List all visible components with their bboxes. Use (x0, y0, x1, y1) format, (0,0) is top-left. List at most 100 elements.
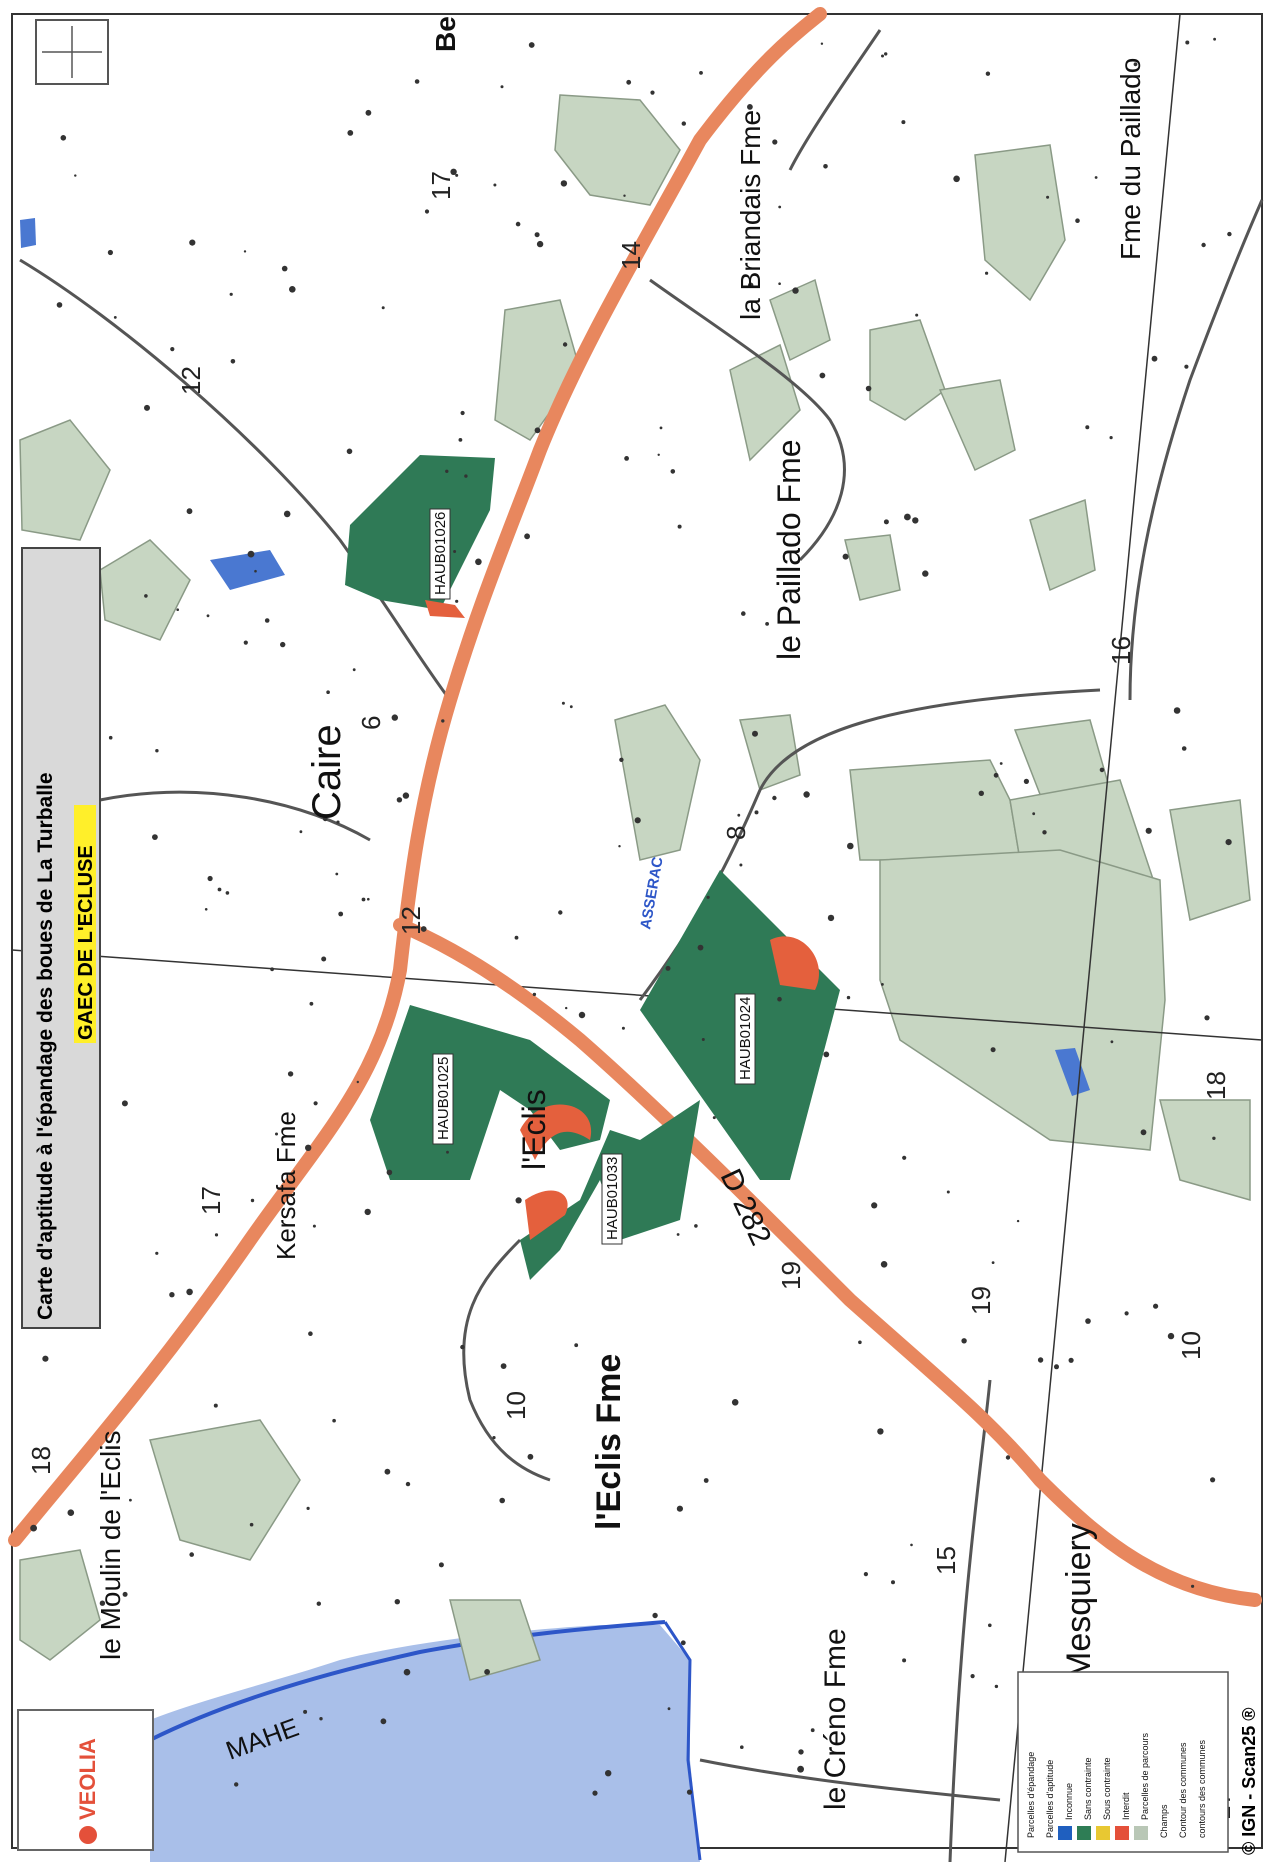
parcel-label-HAUB01025: HAUB01025 (432, 1053, 454, 1145)
map-dot (524, 533, 530, 540)
map-dot (492, 1436, 496, 1440)
map-dot (441, 719, 445, 723)
map-dot (122, 1591, 128, 1597)
map-dot (460, 1344, 465, 1350)
elevation-mark: 8 (721, 826, 751, 840)
legend-label: Interdit (1121, 1792, 1131, 1820)
map-dot (1110, 1040, 1114, 1044)
map-dot (56, 302, 63, 308)
parcel-label-box (429, 508, 451, 600)
map-dot (347, 130, 354, 136)
map-dot (748, 282, 754, 288)
parcel-label-text: HAUB01033 (604, 1157, 621, 1240)
map-dot (332, 1418, 336, 1423)
map-dot (335, 872, 339, 876)
map-dot (287, 1071, 294, 1077)
map-dot (313, 1101, 318, 1106)
map-dot (319, 1717, 323, 1721)
map-dot (247, 550, 255, 558)
legend-swatch (1115, 1826, 1129, 1840)
map-dot (665, 965, 671, 971)
map-dot (680, 1640, 686, 1646)
map-dot (446, 1150, 449, 1154)
map-dot (820, 42, 824, 45)
map-dot (394, 1599, 400, 1605)
map-dot (803, 791, 810, 798)
map-dot (309, 1001, 314, 1006)
parcel-label-HAUB01024: HAUB01024 (734, 993, 756, 1085)
map-dot (484, 1669, 490, 1675)
map-dot (990, 1047, 996, 1053)
wooded-area (1029, 498, 1096, 592)
map-dot (740, 1745, 744, 1749)
map-dot (275, 1132, 278, 1136)
forbidden-zone (520, 1104, 592, 1160)
map-dot (527, 1453, 534, 1460)
map-dot (1173, 707, 1181, 714)
map-dot (455, 173, 459, 177)
map-dot (792, 287, 799, 294)
place-name-paillado-fme: le Paillado Fme (771, 439, 807, 660)
parcel-label-HAUB01026: HAUB01026 (429, 508, 451, 600)
map-dot (988, 1623, 992, 1628)
map-dot (578, 1011, 586, 1019)
place-name-briandais: la Briandais Fme (735, 110, 766, 320)
map-dot (155, 749, 159, 753)
map-dot (152, 834, 158, 840)
map-dot (902, 1658, 907, 1663)
parcel-HAUB01026[interactable] (345, 455, 495, 610)
place-name-caire: Caire (305, 724, 349, 820)
map-dot (536, 240, 544, 248)
map-title: Carte d'aptitude à l'épandage des boues … (34, 772, 57, 1320)
map-dot (1124, 1311, 1129, 1316)
map-dot (865, 385, 872, 392)
elevation-mark: 12 (176, 366, 206, 395)
elevation-mark: 10 (501, 1391, 531, 1420)
forbidden-zone (425, 600, 465, 618)
map-dot (361, 897, 366, 902)
map-dot (1085, 425, 1090, 430)
map-dot (336, 820, 340, 824)
map-dot (386, 1169, 393, 1176)
map-dot (842, 553, 849, 560)
map-dot (1151, 355, 1158, 362)
map-dot (74, 174, 77, 177)
map-dot (403, 1668, 411, 1676)
map-dot (777, 996, 782, 1002)
map-dot (703, 1478, 709, 1483)
minor-road (788, 29, 882, 171)
map-dot (381, 306, 385, 310)
minor-road (19, 258, 452, 701)
map-dot (396, 797, 403, 803)
map-dot (229, 292, 233, 296)
map-dot (659, 426, 663, 430)
map-dot (1016, 1219, 1020, 1223)
wooded-area (1169, 799, 1251, 921)
elevation-marks: 171214126817161819191015101817 (26, 171, 1236, 1820)
map-dot (534, 427, 541, 434)
map-dot (858, 1340, 862, 1345)
map-dot (30, 1524, 37, 1532)
map-dot (1133, 62, 1138, 67)
map-dot (155, 1251, 159, 1255)
map-dot (827, 914, 835, 922)
legend-label: Parcelles de parcours (1140, 1732, 1150, 1820)
map-dot (1210, 1477, 1216, 1483)
map-dot (701, 1038, 705, 1041)
map-dot (1191, 1584, 1195, 1588)
wooded-area (19, 1549, 101, 1661)
parcel-label-text: HAUB01024 (737, 997, 754, 1080)
veolia-logo-icon (79, 1826, 97, 1844)
map-dot (677, 524, 682, 529)
map-dot (846, 995, 851, 1000)
elevation-mark: 17 (426, 171, 456, 200)
map-dot (217, 887, 222, 892)
map-dot (650, 90, 655, 95)
map-dot (961, 1338, 967, 1344)
legend-label: Parcelles d'épandage (1026, 1752, 1036, 1838)
map-dot (464, 474, 468, 478)
map-dot (847, 842, 854, 850)
map-dot (108, 735, 113, 740)
map-dot (574, 1343, 579, 1348)
map-dot (912, 517, 919, 524)
